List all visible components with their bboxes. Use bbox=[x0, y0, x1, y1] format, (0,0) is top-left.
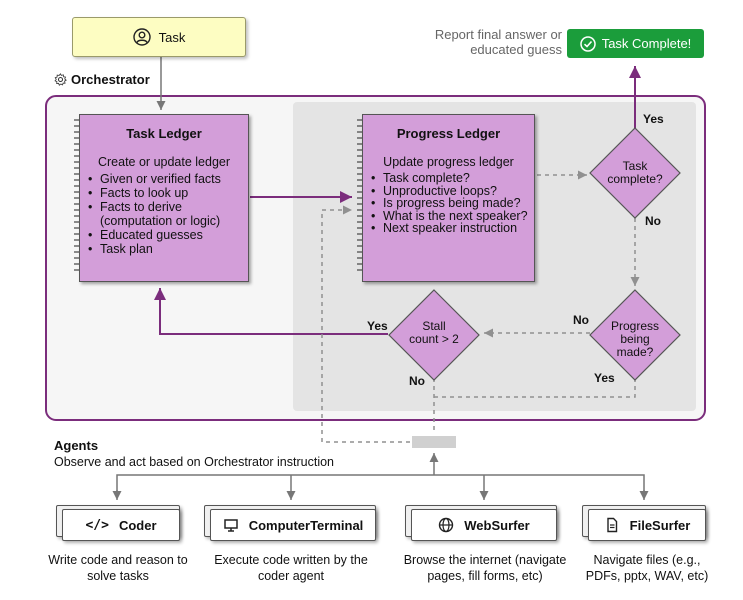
agents-return-path bbox=[321, 205, 410, 443]
agent-coder[interactable]: </> Coder bbox=[62, 509, 180, 541]
stall-diamond bbox=[388, 289, 480, 381]
progress-diamond bbox=[589, 289, 681, 381]
task-complete-label: Task Complete! bbox=[601, 36, 692, 51]
list-item: Unproductive loops? bbox=[371, 184, 534, 198]
agent-name: FileSurfer bbox=[629, 517, 691, 533]
globe-icon bbox=[439, 517, 454, 533]
yes-progress-label: Yes bbox=[594, 371, 615, 385]
list-item: Next speaker instruction bbox=[371, 222, 534, 235]
check-circle-icon bbox=[579, 35, 596, 52]
code-icon: </> bbox=[85, 517, 109, 533]
list-item: Task complete? bbox=[371, 172, 534, 185]
list-item: What is the next speaker? bbox=[371, 209, 534, 223]
agent-name: WebSurfer bbox=[464, 517, 530, 533]
agents-title: Agents bbox=[54, 438, 99, 453]
agent-websurfer[interactable]: WebSurfer bbox=[411, 509, 557, 541]
no-progress-label: No bbox=[573, 313, 589, 327]
task-ledger-title: Task Ledger bbox=[126, 126, 202, 141]
agent-filesurfer[interactable]: FileSurfer bbox=[588, 509, 706, 541]
task-node: Task bbox=[72, 17, 246, 57]
progress-ledger-list: Task complete? Unproductive loops? Is pr… bbox=[363, 172, 534, 235]
agent-filesurfer-desc: Navigate files (e.g., PDFs, pptx, WAV, e… bbox=[585, 553, 709, 583]
monitor-icon bbox=[223, 519, 238, 532]
progress-question: Progress being made? bbox=[610, 319, 660, 359]
list-item: Task plan bbox=[88, 242, 248, 256]
agent-distribution bbox=[116, 474, 645, 497]
progress-ledger: Progress Ledger Update progress ledger T… bbox=[362, 114, 535, 282]
progress-ledger-title: Progress Ledger bbox=[396, 126, 501, 141]
list-item: Is progress being made? bbox=[371, 197, 534, 210]
agent-terminal-desc: Execute code written by the coder agent bbox=[214, 553, 368, 583]
list-item: Facts to look up bbox=[88, 186, 248, 200]
list-item: Given or verified facts bbox=[88, 172, 248, 186]
task-complete-question: Task complete? bbox=[607, 159, 663, 186]
yes-complete-label: Yes bbox=[643, 112, 664, 126]
task-ledger: Task Ledger Create or update ledger Give… bbox=[79, 114, 249, 282]
task-ledger-list: Given or verified facts Facts to look up… bbox=[80, 172, 248, 256]
orchestrator-label: Orchestrator bbox=[54, 72, 150, 87]
agents-subtitle: Observe and act based on Orchestrator in… bbox=[54, 455, 335, 469]
task-ledger-subtitle: Create or update ledger bbox=[97, 155, 231, 169]
agent-junction bbox=[412, 436, 456, 448]
list-item: Facts to derive (computation or logic) bbox=[88, 200, 248, 228]
list-item: Educated guesses bbox=[88, 228, 248, 242]
task-complete-badge: Task Complete! bbox=[567, 29, 704, 58]
task-complete-diamond bbox=[589, 127, 681, 219]
agent-name: ComputerTerminal bbox=[248, 517, 364, 533]
agent-name: Coder bbox=[118, 517, 157, 533]
orchestrator-title: Orchestrator bbox=[71, 72, 150, 87]
progress-ledger-subtitle: Update progress ledger bbox=[383, 155, 514, 169]
yes-stall-label: Yes bbox=[367, 319, 388, 333]
report-text: Report final answer or educated guess bbox=[434, 27, 562, 57]
stall-question: Stall count > 2 bbox=[409, 319, 459, 346]
gear-icon bbox=[54, 73, 67, 86]
agent-computer-terminal[interactable]: ComputerTerminal bbox=[210, 509, 376, 541]
stall-yes-path bbox=[154, 288, 388, 335]
no-complete-label: No bbox=[645, 214, 661, 228]
no-stall-label: No bbox=[409, 374, 425, 388]
progress-yes-path bbox=[434, 378, 636, 398]
agent-coder-desc: Write code and reason to solve tasks bbox=[48, 553, 188, 583]
task-label: Task bbox=[158, 29, 186, 45]
agent-websurfer-desc: Browse the internet (navigate pages, fil… bbox=[403, 553, 567, 583]
user-icon bbox=[132, 28, 151, 46]
file-icon bbox=[606, 517, 617, 533]
